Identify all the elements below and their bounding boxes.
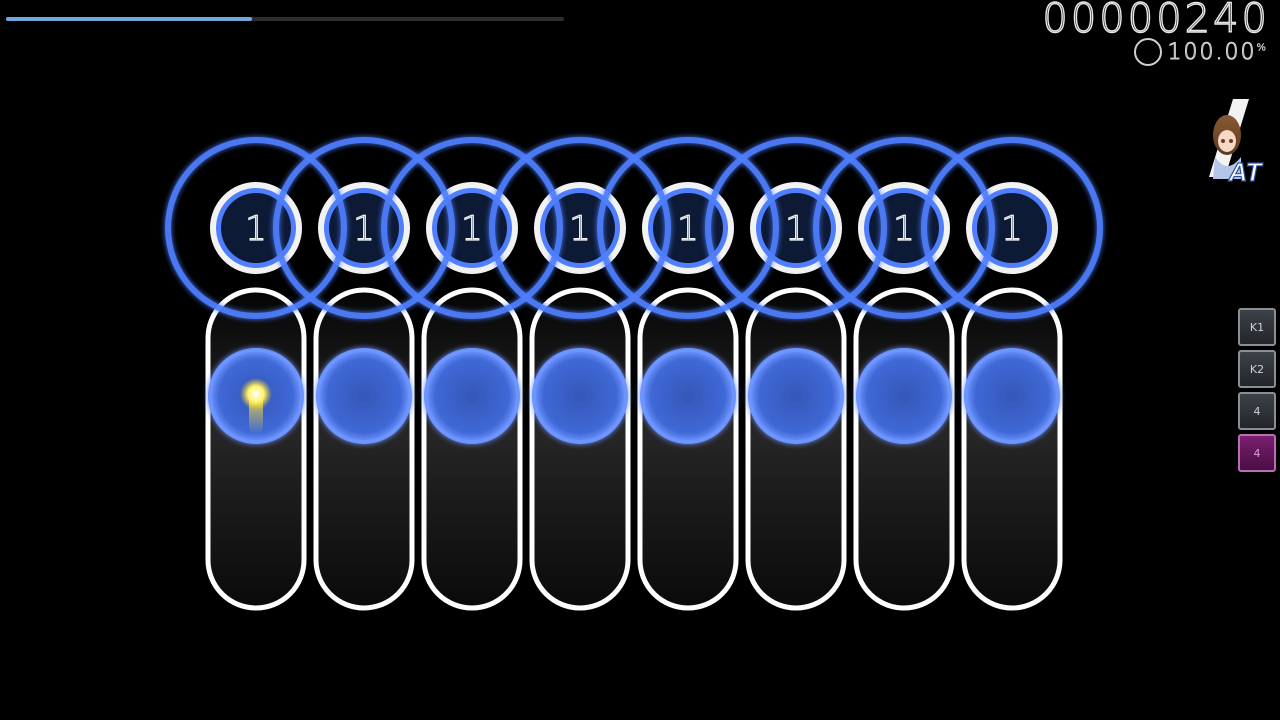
slider-body bbox=[637, 287, 739, 611]
approach-circle bbox=[813, 137, 995, 319]
accuracy-value: 100.00 bbox=[1167, 39, 1257, 65]
key-overlay: K1 K2 4 4 bbox=[1238, 308, 1278, 472]
hit-circle[interactable]: 1 bbox=[858, 182, 950, 274]
slider-ball bbox=[316, 348, 412, 444]
slider-body bbox=[745, 287, 847, 611]
hit-circle-number: 1 bbox=[353, 209, 375, 249]
key-k1: K1 bbox=[1238, 308, 1276, 346]
progress-pie-icon bbox=[1133, 38, 1162, 66]
hit-circle-number: 1 bbox=[785, 209, 807, 249]
approach-circle bbox=[705, 137, 887, 319]
slider-ball bbox=[964, 348, 1060, 444]
hit-circle[interactable]: 1 bbox=[210, 182, 302, 274]
slider-body bbox=[529, 287, 631, 611]
hit-circle-number: 1 bbox=[569, 209, 591, 249]
approach-circle bbox=[381, 137, 563, 319]
slider-ball bbox=[424, 348, 520, 444]
score-counter: 00000240 bbox=[1042, 0, 1270, 43]
hit-circle[interactable]: 1 bbox=[642, 182, 734, 274]
autoplay-mod-badge: AT bbox=[1209, 99, 1264, 185]
cursor bbox=[240, 378, 272, 410]
autoplay-character-icon bbox=[1209, 99, 1249, 179]
key-m1: 4 bbox=[1238, 392, 1276, 430]
hit-circle-number: 1 bbox=[893, 209, 915, 249]
hit-circle[interactable]: 1 bbox=[966, 182, 1058, 274]
hit-circle[interactable]: 1 bbox=[426, 182, 518, 274]
approach-circle bbox=[597, 137, 779, 319]
approach-circle bbox=[273, 137, 455, 319]
hit-circle-number: 1 bbox=[677, 209, 699, 249]
hit-circle[interactable]: 1 bbox=[750, 182, 842, 274]
hp-bar-fill bbox=[6, 17, 252, 21]
slider-body bbox=[853, 287, 955, 611]
slider-body bbox=[313, 287, 415, 611]
hit-circle[interactable]: 1 bbox=[534, 182, 626, 274]
hit-circle-number: 1 bbox=[1001, 209, 1023, 249]
slider-ball bbox=[532, 348, 628, 444]
key-k2: K2 bbox=[1238, 350, 1276, 388]
slider-ball bbox=[748, 348, 844, 444]
approach-circle bbox=[489, 137, 671, 319]
approach-circle bbox=[921, 137, 1103, 319]
slider-body bbox=[421, 287, 523, 611]
key-m2: 4 bbox=[1238, 434, 1276, 472]
hp-bar bbox=[6, 17, 564, 21]
hit-circle-number: 1 bbox=[461, 209, 483, 249]
accuracy-display: 100.00% bbox=[1133, 36, 1269, 68]
slider-ball bbox=[856, 348, 952, 444]
slider-body bbox=[961, 287, 1063, 611]
slider-ball bbox=[640, 348, 736, 444]
hit-circle-number: 1 bbox=[245, 209, 267, 249]
hit-circle[interactable]: 1 bbox=[318, 182, 410, 274]
approach-circle bbox=[165, 137, 347, 319]
slider-body bbox=[205, 287, 307, 611]
accuracy-unit: % bbox=[1256, 42, 1268, 54]
mod-badge-label: AT bbox=[1228, 157, 1264, 185]
